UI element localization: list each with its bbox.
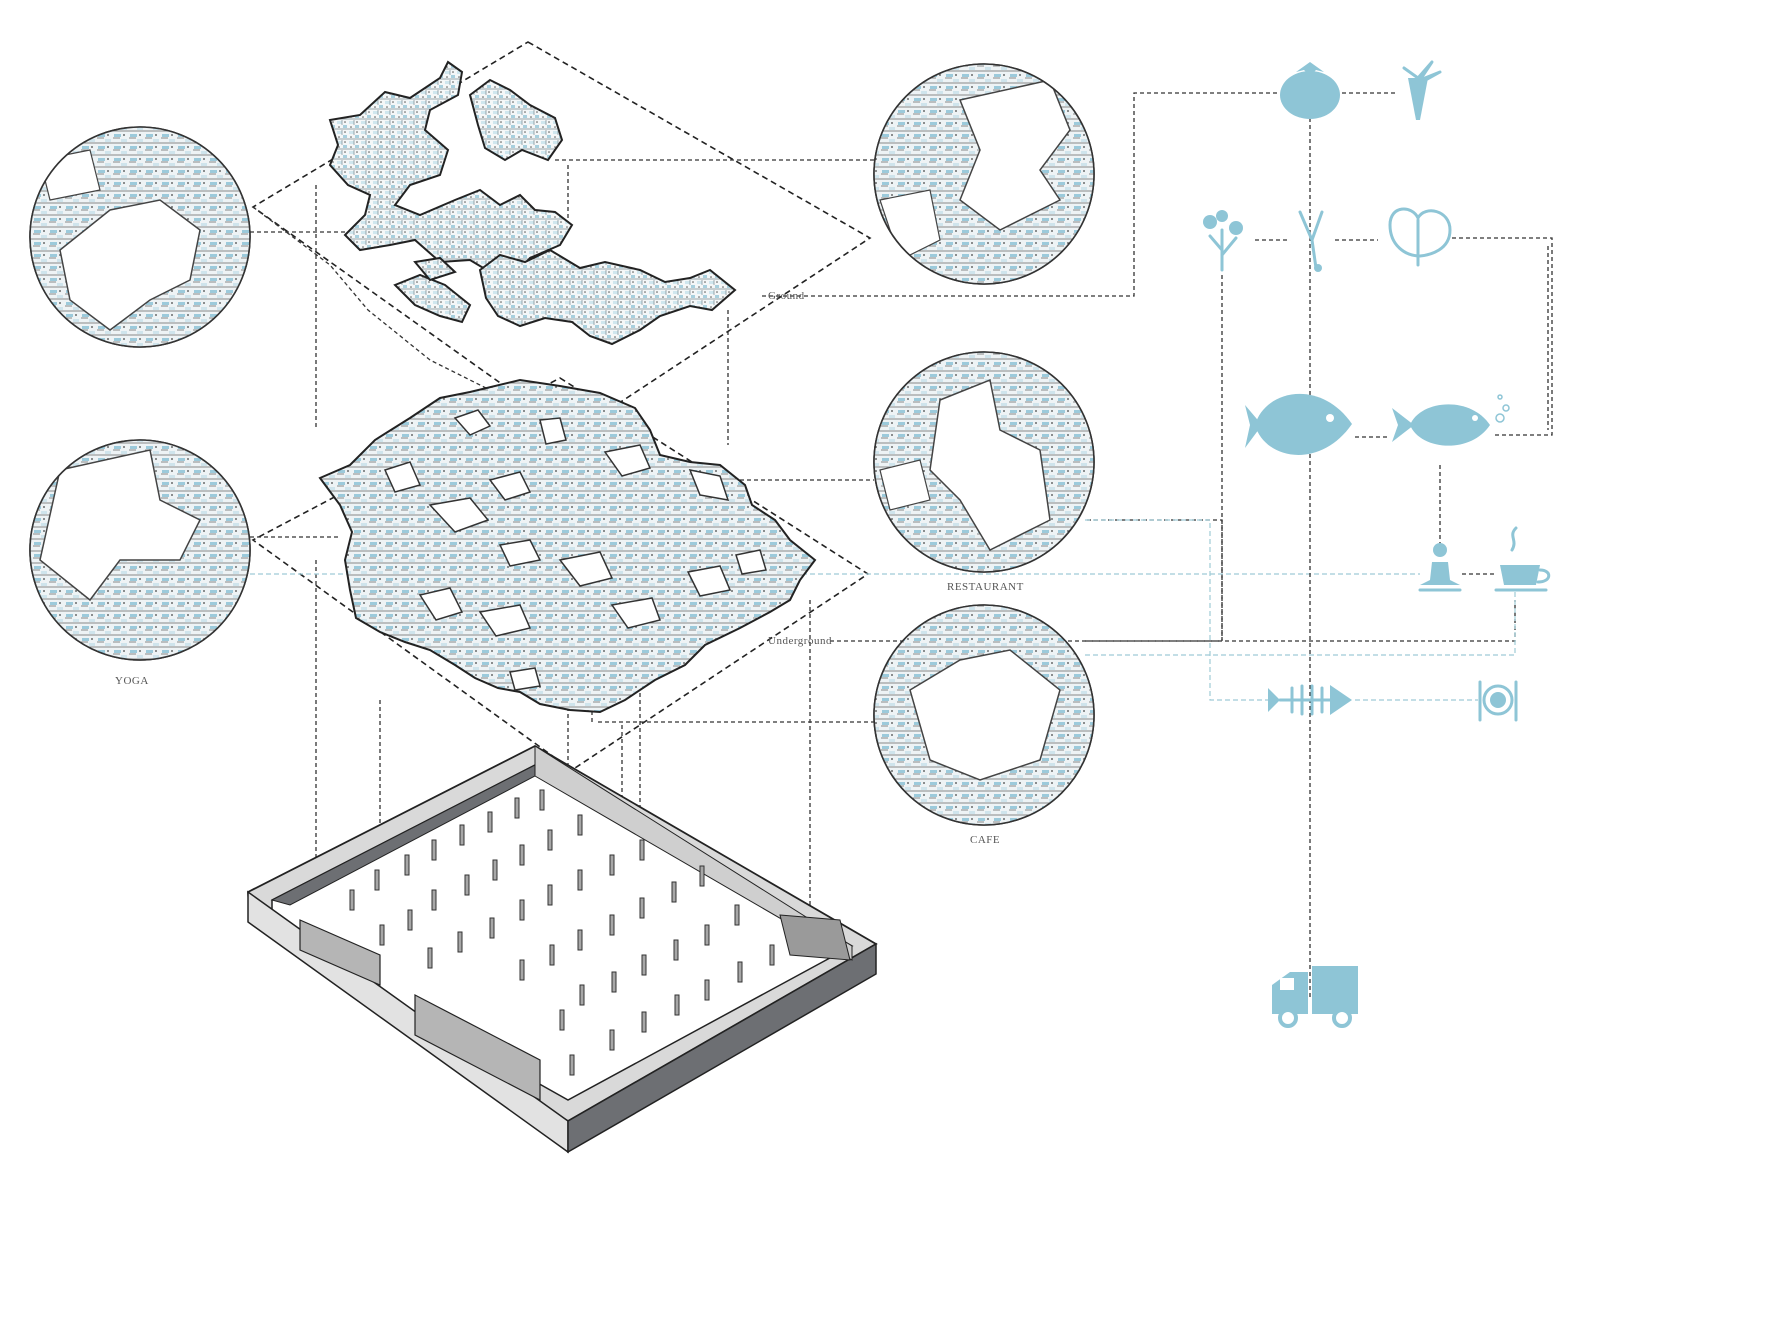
lettuce-icon (1388, 207, 1452, 267)
detail-circle-ground-left (29, 126, 251, 348)
yoga-label: YOGA (115, 675, 149, 687)
ground-floor-plan (328, 60, 737, 346)
flower-icon (1203, 210, 1243, 272)
fish-bone-icon (1268, 684, 1352, 716)
detail-circle-yoga (29, 439, 251, 661)
carrot-icon (1402, 60, 1442, 120)
basement-structure (247, 744, 878, 1154)
restaurant-label: RESTAURANT (947, 581, 1024, 593)
fish-bubbles-icon (1392, 394, 1510, 446)
detail-circle-restaurant (873, 351, 1095, 573)
underground-floor-plan (318, 378, 817, 714)
yoga-person-icon (1418, 543, 1462, 592)
tomato-icon (1280, 62, 1340, 119)
underground-label: Underground (768, 635, 832, 647)
network-lines (1221, 92, 1553, 1000)
plate-cutlery-icon (1478, 680, 1518, 722)
leek-icon (1298, 210, 1324, 272)
coffee-cup-icon (1494, 526, 1551, 592)
detail-circle-ground-right (873, 63, 1095, 285)
truck-icon (1272, 966, 1358, 1028)
ground-label: Ground (768, 290, 805, 302)
fish-icon (1245, 393, 1352, 455)
cafe-label: CAFE (970, 834, 1001, 846)
detail-circle-cafe (873, 604, 1095, 826)
